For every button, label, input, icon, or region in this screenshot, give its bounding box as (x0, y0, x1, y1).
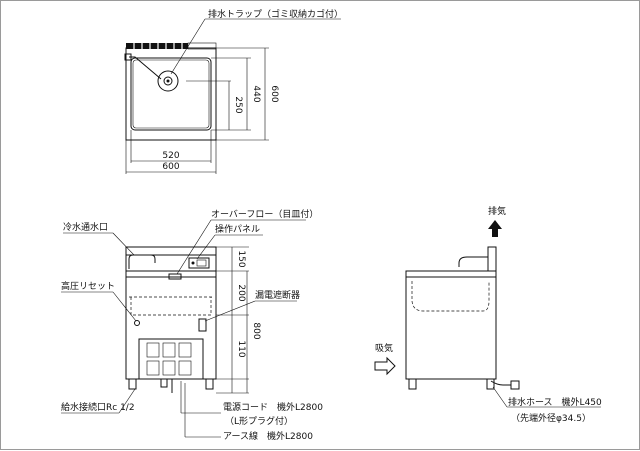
dim-150: 150 (236, 250, 246, 267)
dim-250: 250 (233, 96, 243, 113)
backsplash-strip (126, 42, 217, 50)
trap-label: 排水トラップ（ゴミ収納カゴ付） (208, 8, 343, 20)
dim-800: 800 (251, 322, 261, 339)
front-backsplash (125, 246, 217, 272)
intake-label: 吸気 (375, 342, 393, 354)
side-body (405, 270, 497, 380)
reset-label: 高圧リセット (61, 280, 115, 292)
width-dimensions: 520 600 (125, 130, 217, 174)
exhaust-arrow-icon (488, 220, 502, 237)
drain-trap (157, 70, 179, 92)
hose-diameter-label: （先端外径φ34.5） (511, 412, 591, 424)
front-faucet (128, 254, 156, 269)
inlet-label: 給水接続口Rc 1/2 (61, 401, 135, 413)
side-faucet (458, 256, 488, 267)
hose-label: 排水ホース 機外L450 (508, 396, 602, 408)
depth-dimensions: 250 440 600 (186, 47, 279, 141)
dim-440: 440 (251, 85, 261, 102)
side-backsplash (487, 246, 497, 272)
dim-600-width: 600 (162, 162, 179, 172)
panel-label: 操作パネル (215, 223, 260, 235)
cord-label: 電源コード 機外L2800 (223, 401, 323, 413)
dim-520: 520 (162, 151, 179, 161)
dim-200: 200 (236, 284, 246, 301)
side-view: 排気 吸気 排水ホース 機外L450 （先端外径φ34.5） (374, 205, 602, 424)
overflow-label: オーバーフロー（目皿付） (211, 209, 318, 220)
dim-110: 110 (236, 340, 246, 357)
top-outline (125, 47, 217, 141)
faucet-label: 冷水通水口 (63, 221, 108, 233)
front-dimensions: 150 200 110 800 (216, 246, 261, 394)
earth-label: アース線 機外L2800 (223, 430, 313, 442)
control-panel (188, 257, 210, 269)
dim-600-depth: 600 (269, 85, 279, 102)
front-view: 冷水通水口 高圧リセット 給水接続口Rc 1/2 オーバーフロー（目皿付） 操作… (61, 209, 323, 442)
exhaust-label: 排気 (488, 205, 506, 217)
breaker-label: 漏電遮断器 (255, 289, 300, 301)
plug-label: （L形プラグ付） (225, 415, 293, 427)
sink-basin (130, 57, 212, 131)
top-view: 排水トラップ（ゴミ収納カゴ付） 250 440 600 520 600 (124, 8, 343, 174)
intake-arrow-icon (374, 356, 396, 376)
fan-grille (138, 338, 204, 380)
